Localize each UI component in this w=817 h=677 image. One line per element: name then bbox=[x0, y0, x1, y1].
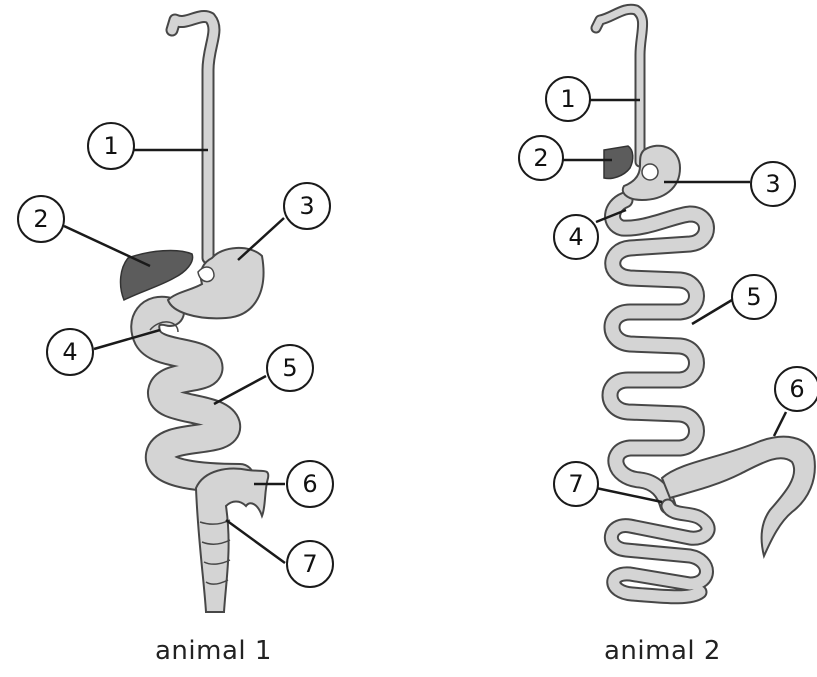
animal2-caption: animal 2 bbox=[604, 636, 721, 666]
animal2-esophagus bbox=[596, 9, 643, 162]
animal1-caption: animal 1 bbox=[155, 636, 272, 666]
animal2-colon bbox=[611, 506, 708, 597]
animal1-small-intestine bbox=[145, 311, 240, 478]
animal1-label-6: 6 bbox=[302, 470, 317, 498]
animal2-label-3: 3 bbox=[765, 170, 780, 198]
animal1-label-4: 4 bbox=[62, 338, 77, 366]
animal1-label-1: 1 bbox=[103, 132, 118, 160]
animal1-large-intestine bbox=[196, 469, 268, 612]
animal1-label-5: 5 bbox=[282, 354, 297, 382]
animal1-label-3: 3 bbox=[299, 192, 314, 220]
animal2-label-2: 2 bbox=[533, 144, 548, 172]
animal2-label-7: 7 bbox=[568, 470, 583, 498]
animal1-label-2: 2 bbox=[33, 205, 48, 233]
animal1-esophagus bbox=[172, 16, 214, 258]
animal2-diagram: 1 2 3 4 5 6 7 bbox=[519, 9, 817, 597]
animal1-diagram: 1 2 3 4 5 6 7 bbox=[18, 16, 333, 612]
animal2-label-1: 1 bbox=[560, 85, 575, 113]
animal2-label-5: 5 bbox=[746, 283, 761, 311]
animal2-label-4: 4 bbox=[568, 223, 583, 251]
animal2-small-intestine bbox=[610, 200, 707, 506]
animal2-liver bbox=[604, 146, 633, 179]
animal2-label-6: 6 bbox=[789, 375, 804, 403]
animal1-label-7: 7 bbox=[302, 550, 317, 578]
